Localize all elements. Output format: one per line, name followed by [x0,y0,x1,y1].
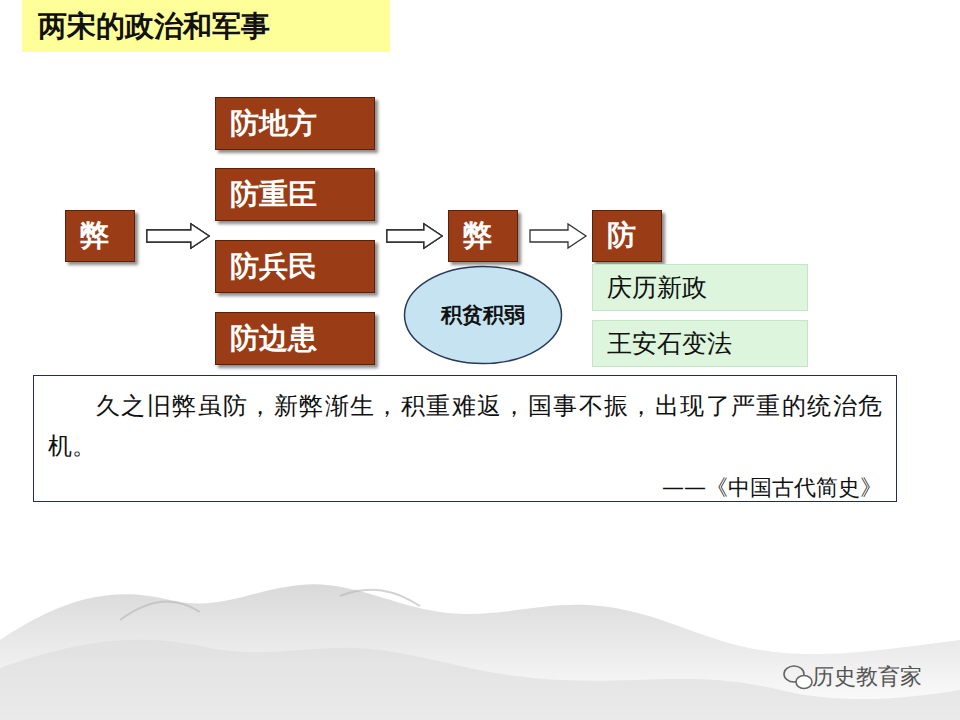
arrow-shape [387,224,442,248]
hollow-arrow [147,224,209,248]
hollow-arrow [147,224,209,248]
reform-box: 庆历新政 [592,264,808,311]
concept-box: 防边患 [215,312,375,365]
node-label: 积贫积弱 [441,301,525,329]
concept-box: 防 [592,210,662,262]
node-label: 弊 [80,216,109,256]
arrow-shape [530,224,586,248]
node-label: 防地方 [230,104,317,144]
hollow-arrow [530,224,586,248]
node-label: 防兵民 [230,247,317,287]
concept-box: 防重臣 [215,168,375,221]
arrow-shape [387,224,442,248]
hollow-arrow [147,224,209,248]
concept-box: 防兵民 [215,240,375,293]
hollow-arrow [387,224,442,248]
quote-source: ——《中国古代简史》 [48,468,882,508]
concept-box: 弊 [448,210,518,262]
reform-box: 王安石变法 [592,320,808,367]
arrow-shape [387,224,442,248]
hollow-arrow [387,224,442,248]
summary-ellipse: 积贫积弱 [403,265,563,365]
ellipse-shape [405,267,562,364]
node-label: 防重臣 [230,175,317,215]
node-label: 防 [607,216,636,256]
wechat-icon [784,666,812,689]
concept-box: 防地方 [215,97,375,150]
node-label: 弊 [463,216,492,256]
node-label: 王安石变法 [607,327,732,360]
watermark-text: 历史教育家 [812,662,922,692]
quote-box: 久之旧弊虽防，新弊渐生，积重难返，国事不振，出现了严重的统治危机。——《中国古代… [33,375,897,502]
quote-text: 久之旧弊虽防，新弊渐生，积重难返，国事不振，出现了严重的统治危机。 [48,386,882,466]
hollow-arrow [387,224,442,248]
arrow-shape [387,224,442,248]
hollow-arrow [387,224,442,248]
arrow-shape [147,224,209,248]
node-label: 庆历新政 [607,271,707,304]
concept-box: 弊 [65,210,135,262]
hollow-arrow [147,224,209,248]
arrow-shape [147,224,209,248]
arrow-shape [147,224,209,248]
node-label: 防边患 [230,319,317,359]
slide-title: 两宋的政治和军事 [22,0,390,52]
arrow-shape [147,224,209,248]
